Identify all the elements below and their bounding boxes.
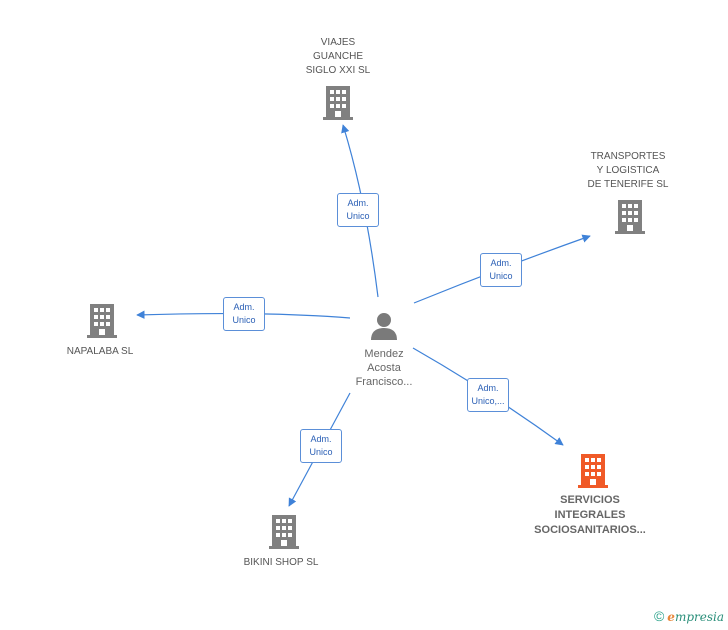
company-label-transportes[interactable]: TRANSPORTES Y LOGISTICA DE TENERIFE SL [588,150,669,192]
brand-logo: empresia [667,610,724,624]
edge-label-line: Adm. [347,198,369,208]
person-label-line: Mendez [364,348,404,360]
building-icon[interactable] [87,304,117,338]
copyright-icon: © [653,608,665,624]
company-label-bikini[interactable]: BIKINI SHOP SL [244,556,319,570]
edge-label-line: Unico [309,447,333,457]
company-label-servicios[interactable]: SERVICIOS INTEGRALES SOCIOSANITARIOS... [534,493,646,538]
edge-label-line: Adm. [233,302,255,312]
company-label-line: TRANSPORTES [590,151,666,162]
edge-label-line: Adm. [477,383,499,393]
building-icon[interactable] [269,515,299,549]
company-label-line: SIGLO XXI SL [305,65,371,76]
edge-label-line: Unico,... [471,396,505,406]
company-label-line: SOCIOSANITARIOS... [534,524,646,536]
building-icon[interactable] [323,86,353,120]
company-label-napalaba[interactable]: NAPALABA SL [67,345,134,359]
company-label-line: DE TENERIFE SL [587,179,669,190]
edge-label-bikini[interactable]: Adm. Unico [300,429,342,463]
company-label-line: VIAJES [320,37,356,48]
company-label-line: Y LOGISTICA [596,165,660,176]
edge-label-line: Adm. [310,434,332,444]
edge-label-line: Unico [346,211,370,221]
building-icon[interactable] [578,454,608,488]
edge-label-line: Adm. [490,258,512,268]
edge-label-napalaba[interactable]: Adm. Unico [223,297,265,331]
company-label-line: GUANCHE [312,51,364,62]
person-icon[interactable] [371,313,397,340]
edge-label-line: Unico [489,271,513,281]
company-label-line: BIKINI SHOP SL [243,557,319,568]
footer-brand[interactable]: ©empresia [654,608,724,624]
edge-label-viajes[interactable]: Adm. Unico [337,193,379,227]
person-label-line: Francisco... [355,376,413,388]
building-icon[interactable] [615,200,645,234]
company-label-line: INTEGRALES [554,509,626,521]
company-label-line: NAPALABA SL [66,346,134,357]
company-label-line: SERVICIOS [560,494,620,506]
company-label-viajes[interactable]: VIAJES GUANCHE SIGLO XXI SL [306,36,370,78]
edge-label-transportes[interactable]: Adm. Unico [480,253,522,287]
edge-label-line: Unico [232,315,256,325]
edge-label-servicios[interactable]: Adm. Unico,... [467,378,509,412]
person-label-line: Acosta [367,362,401,374]
